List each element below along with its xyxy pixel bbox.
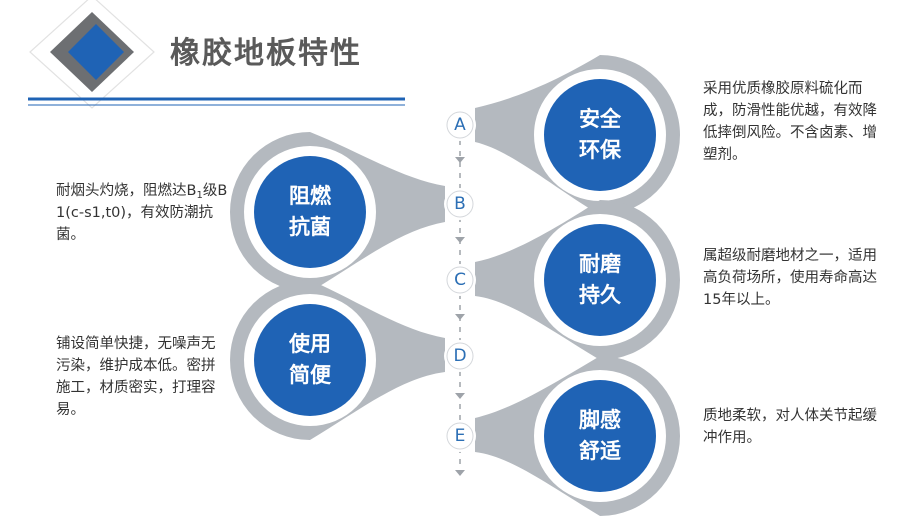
feature-title-b: 阻燃 抗菌 (260, 181, 360, 243)
step-letter-b: B (454, 194, 466, 214)
feature-desc-b-sub: 1 (196, 190, 203, 201)
timeline-arrows (455, 157, 465, 476)
feature-desc-d: 铺设简单快捷，无噪声无污染，维护成本低。密拼施工，材质密实，打理容易。 (56, 336, 216, 418)
feature-desc-c: 属超级耐磨地材之一，适用高负荷场所，使用寿命高达15年以上。 (703, 248, 877, 308)
node-b (230, 132, 476, 292)
step-letter-a: A (454, 115, 466, 135)
feature-title-c-line2: 持久 (579, 283, 621, 307)
feature-title-e-line1: 脚感 (579, 408, 621, 432)
feature-title-d-line2: 简便 (289, 363, 331, 387)
header-divider (28, 97, 405, 106)
step-letter-e: E (454, 426, 466, 446)
feature-title-e-line2: 舒适 (579, 439, 621, 463)
node-a (444, 55, 680, 215)
node-d (230, 280, 476, 440)
node-e (444, 356, 680, 516)
feature-title-b-line1: 阻燃 (289, 184, 331, 208)
feature-title-e: 脚感 舒适 (550, 405, 650, 467)
feature-title-c: 耐磨 持久 (550, 249, 650, 311)
feature-title-a: 安全 环保 (550, 104, 650, 166)
logo-diamond-icon (29, 0, 155, 109)
page-title: 橡胶地板特性 (170, 36, 362, 71)
feature-desc-b-post: 级B1(c-s1,t0)，有效防潮抗菌。 (56, 183, 228, 243)
feature-title-c-line1: 耐磨 (579, 252, 621, 276)
step-letter-c: C (454, 270, 466, 290)
feature-title-a-line1: 安全 (579, 107, 621, 131)
feature-title-d-line1: 使用 (289, 332, 331, 356)
feature-desc-e: 质地柔软，对人体关节起缓冲作用。 (703, 408, 877, 446)
feature-title-b-line2: 抗菌 (289, 215, 331, 239)
feature-desc-b: 耐烟头灼烧，阻燃达B1级B1(c-s1,t0)，有效防潮抗菌。 (56, 180, 228, 246)
feature-desc-b-pre: 耐烟头灼烧，阻燃达B (56, 183, 197, 199)
node-c (444, 200, 680, 360)
step-letter-d: D (453, 346, 467, 366)
feature-title-a-line2: 环保 (579, 138, 621, 162)
feature-title-d: 使用 简便 (260, 329, 360, 391)
feature-desc-a: 采用优质橡胶原料硫化而成，防滑性能优越，有效降低摔倒风险。不含卤素、增塑剂。 (703, 81, 877, 163)
